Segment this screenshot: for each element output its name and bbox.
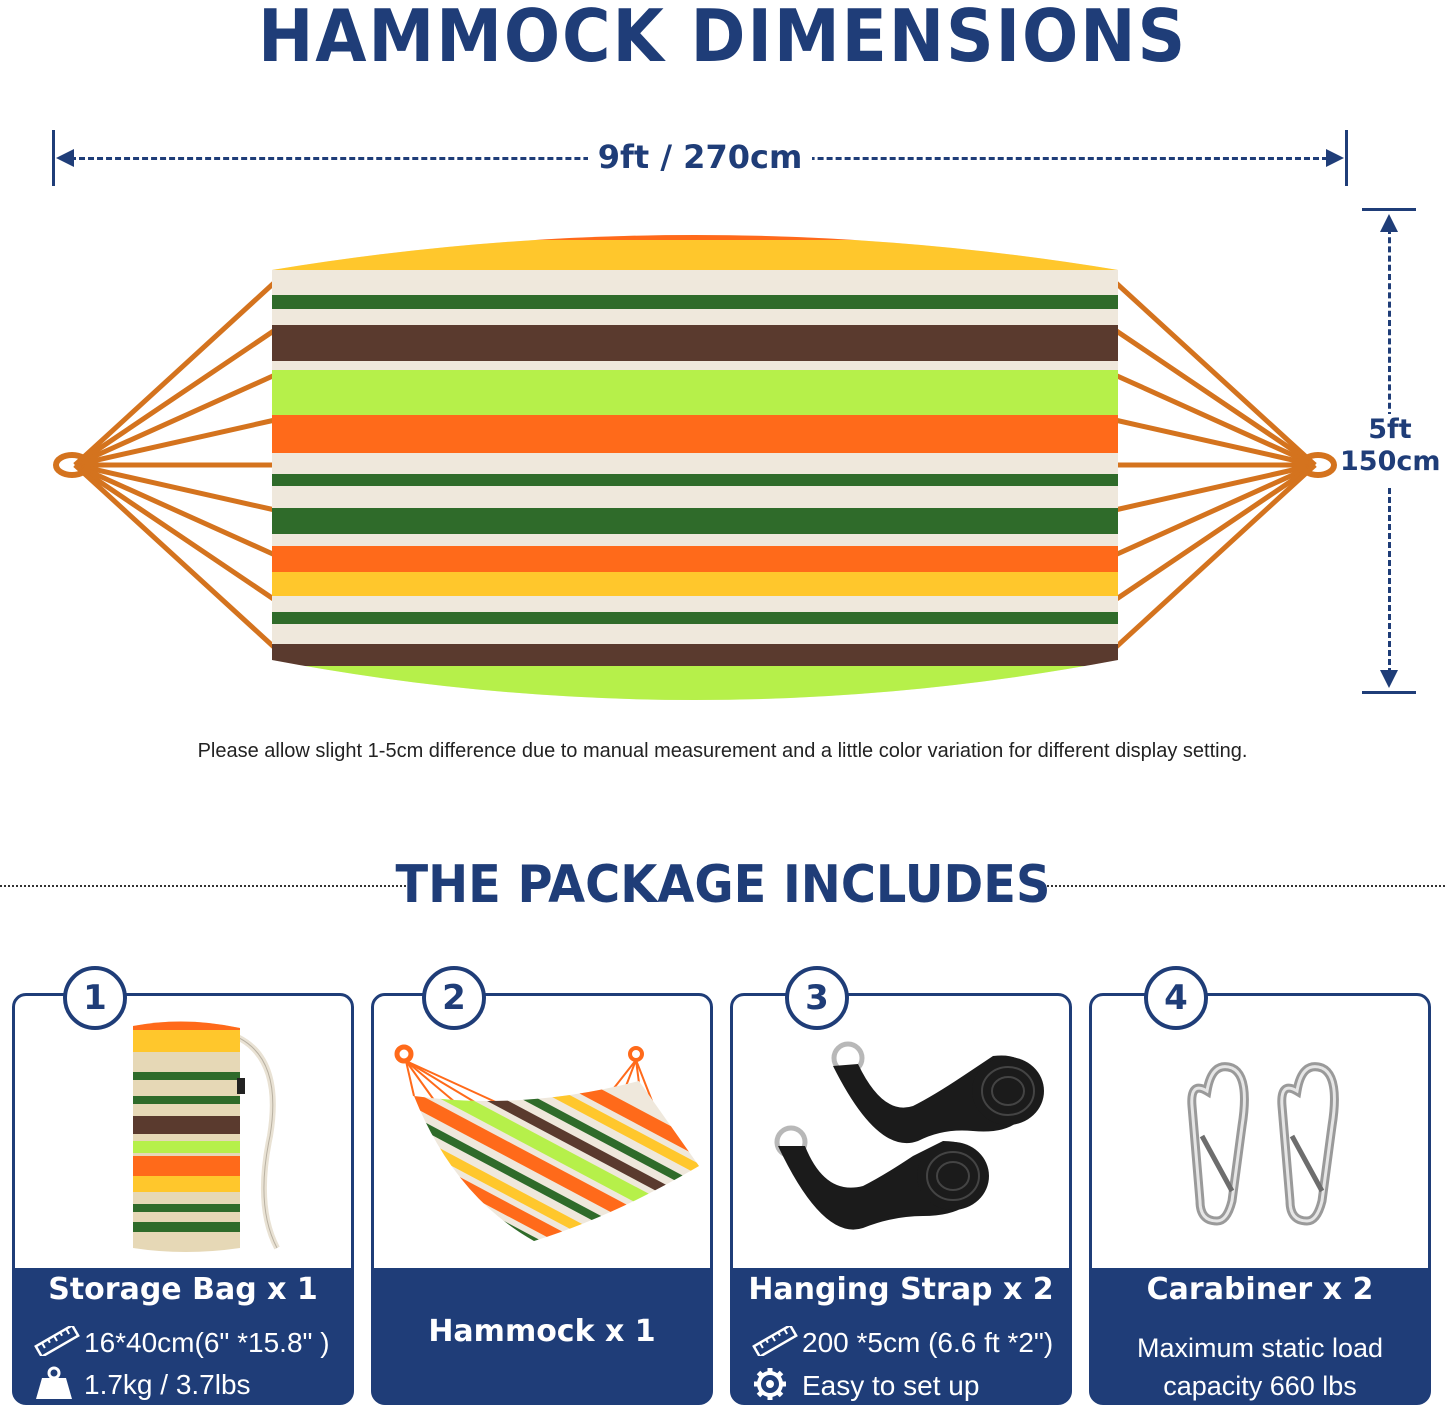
item-size-row: 16*40cm(6" *15.8" ) (34, 1323, 342, 1363)
ruler-icon (752, 1323, 802, 1363)
item-caption-band: Hammock x 1 (373, 1268, 711, 1403)
height-dimension: 5ft 150cm (1340, 208, 1441, 694)
height-dashed-line-bottom (1388, 488, 1391, 674)
divider-left (0, 885, 414, 887)
arrow-down-icon (1380, 670, 1398, 688)
height-label-ft: 5ft (1340, 414, 1440, 445)
item-size-row: 200 *5cm (6.6 ft *2") (752, 1323, 1060, 1363)
item-weight-row: 1.7kg / 3.7lbs (34, 1366, 342, 1407)
height-label-cm: 150cm (1340, 446, 1441, 477)
item-size: 200 *5cm (6.6 ft *2") (802, 1326, 1054, 1358)
arrow-up-icon (1380, 214, 1398, 232)
package-item-hammock: 2 Hammock x 1 (371, 966, 713, 1405)
hanging-strap-image (774, 1041, 1044, 1230)
arrow-left-icon (56, 149, 74, 167)
height-dashed-line-top (1388, 228, 1391, 418)
ruler-icon (34, 1323, 84, 1363)
item-name: Storage Bag x 1 (48, 1272, 318, 1307)
page-title: HAMMOCK DIMENSIONS (257, 0, 1187, 78)
item-number-badge: 4 (1144, 966, 1208, 1030)
package-item-storage-bag: 1 Storage Bag x 1 16*40cm(6" *15.8" ) (12, 966, 354, 1405)
weight-icon (34, 1366, 84, 1407)
arrow-right-icon (1326, 149, 1344, 167)
item-caption-band: Carabiner x 2 Maximum static load capaci… (1091, 1268, 1429, 1403)
package-title: THE PACKAGE INCLUDES (395, 855, 1050, 915)
item-feature-row: Easy to set up (752, 1366, 1060, 1409)
hammock-illustration (53, 235, 1337, 700)
item-name: Carabiner x 2 (1146, 1272, 1374, 1307)
width-tick-right (1345, 130, 1348, 186)
item-weight: 1.7kg / 3.7lbs (84, 1368, 251, 1400)
item-name: Hanging Strap x 2 (748, 1272, 1054, 1307)
height-cap-top (1362, 208, 1416, 211)
storage-bag-image (133, 1021, 280, 1253)
item-feature: Easy to set up (802, 1369, 980, 1401)
divider-right (1040, 885, 1445, 887)
item-number-badge: 2 (422, 966, 486, 1030)
width-tick-left (52, 130, 55, 186)
item-number-badge: 1 (63, 966, 127, 1030)
item-size: 16*40cm(6" *15.8" ) (84, 1326, 330, 1358)
item-name: Hammock x 1 (428, 1314, 656, 1349)
hammock-image (394, 1044, 699, 1241)
gear-icon (752, 1366, 802, 1409)
height-cap-bottom (1362, 691, 1416, 694)
package-item-hanging-strap: 3 Hanging Strap x 2 200 *5cm (6.6 ft *2"… (730, 966, 1072, 1405)
item-load-line2: capacity 660 lbs (1163, 1371, 1357, 1401)
carabiner-image (1187, 1062, 1339, 1226)
item-caption-band: Hanging Strap x 2 200 *5cm (6.6 ft *2") … (732, 1268, 1070, 1403)
width-label: 9ft / 270cm (587, 138, 813, 176)
width-dimension: 9ft / 270cm (52, 130, 1348, 186)
item-number-badge: 3 (785, 966, 849, 1030)
package-item-carabiner: 4 Carabiner x 2 Maximum static load capa… (1089, 966, 1431, 1405)
measurement-note: Please allow slight 1-5cm difference due… (197, 740, 1248, 762)
item-load-line1: Maximum static load (1136, 1333, 1384, 1363)
item-caption-band: Storage Bag x 1 16*40cm(6" *15.8" ) 1.7k… (14, 1268, 352, 1403)
